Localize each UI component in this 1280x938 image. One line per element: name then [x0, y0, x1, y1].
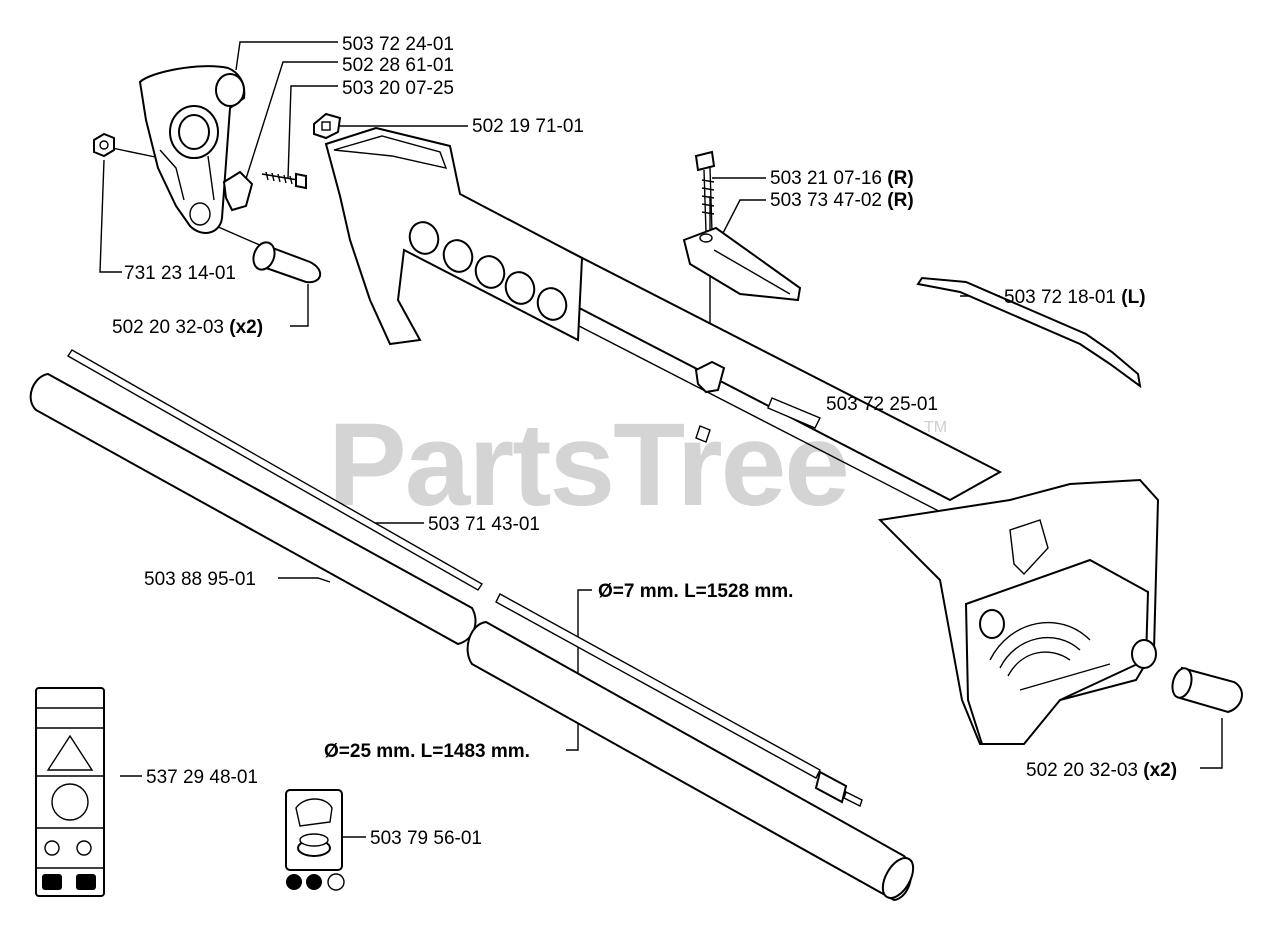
callout-537-29-48-01: 537 29 48-01 [146, 767, 258, 788]
callout-503-71-43-01: 503 71 43-01 [428, 514, 540, 535]
handle-bracket-r [682, 226, 802, 302]
callout-503-73-47-02: 503 73 47-02 (R) [770, 190, 914, 211]
callout-503-72-18-01: 503 72 18-01 (L) [1004, 287, 1146, 308]
warning-decal [35, 687, 105, 897]
lower-housing [877, 478, 1160, 745]
callout-502-20-32-03-top: 502 20 32-03 (x2) [112, 317, 263, 338]
watermark-trademark: TM [924, 419, 947, 436]
callout-503-72-25-01: 503 72 25-01 [826, 394, 938, 415]
watermark-text: PartsTree [328, 399, 848, 531]
callout-labels: 503 72 24-01 502 28 61-01 503 20 07-25 5… [112, 34, 1177, 849]
callout-731-23-14-01: 731 23 14-01 [124, 263, 236, 284]
clip [222, 170, 254, 212]
callout-drive-shaft-dimensions: Ø=7 mm. L=1528 mm. [598, 581, 793, 602]
body-housing [324, 126, 584, 346]
drive-shaft [67, 349, 863, 807]
rubber-cap-right [1171, 666, 1243, 714]
callout-503-72-24-01: 503 72 24-01 [342, 34, 454, 55]
rubber-cap-top [252, 241, 321, 284]
callout-503-79-56-01: 503 79 56-01 [370, 828, 482, 849]
callout-502-20-32-03-right: 502 20 32-03 (x2) [1026, 760, 1177, 781]
callout-503-88-95-01: 503 88 95-01 [144, 569, 256, 590]
bracket-l [916, 276, 1142, 389]
hex-nut [93, 132, 115, 158]
small-clamp [694, 360, 726, 394]
bolt-r [694, 150, 716, 233]
clamp-housing [138, 65, 246, 234]
outer-tube [29, 372, 915, 902]
trimmer-head-decal [285, 789, 345, 891]
callout-503-20-07-25: 503 20 07-25 [342, 78, 454, 99]
screw [261, 171, 307, 190]
square-nut [313, 112, 342, 140]
callout-tube-dimensions: Ø=25 mm. L=1483 mm. [324, 741, 530, 762]
callout-503-21-07-16: 503 21 07-16 (R) [770, 168, 914, 189]
callout-502-28-61-01: 502 28 61-01 [342, 55, 454, 76]
callout-502-19-71-01: 502 19 71-01 [472, 116, 584, 137]
